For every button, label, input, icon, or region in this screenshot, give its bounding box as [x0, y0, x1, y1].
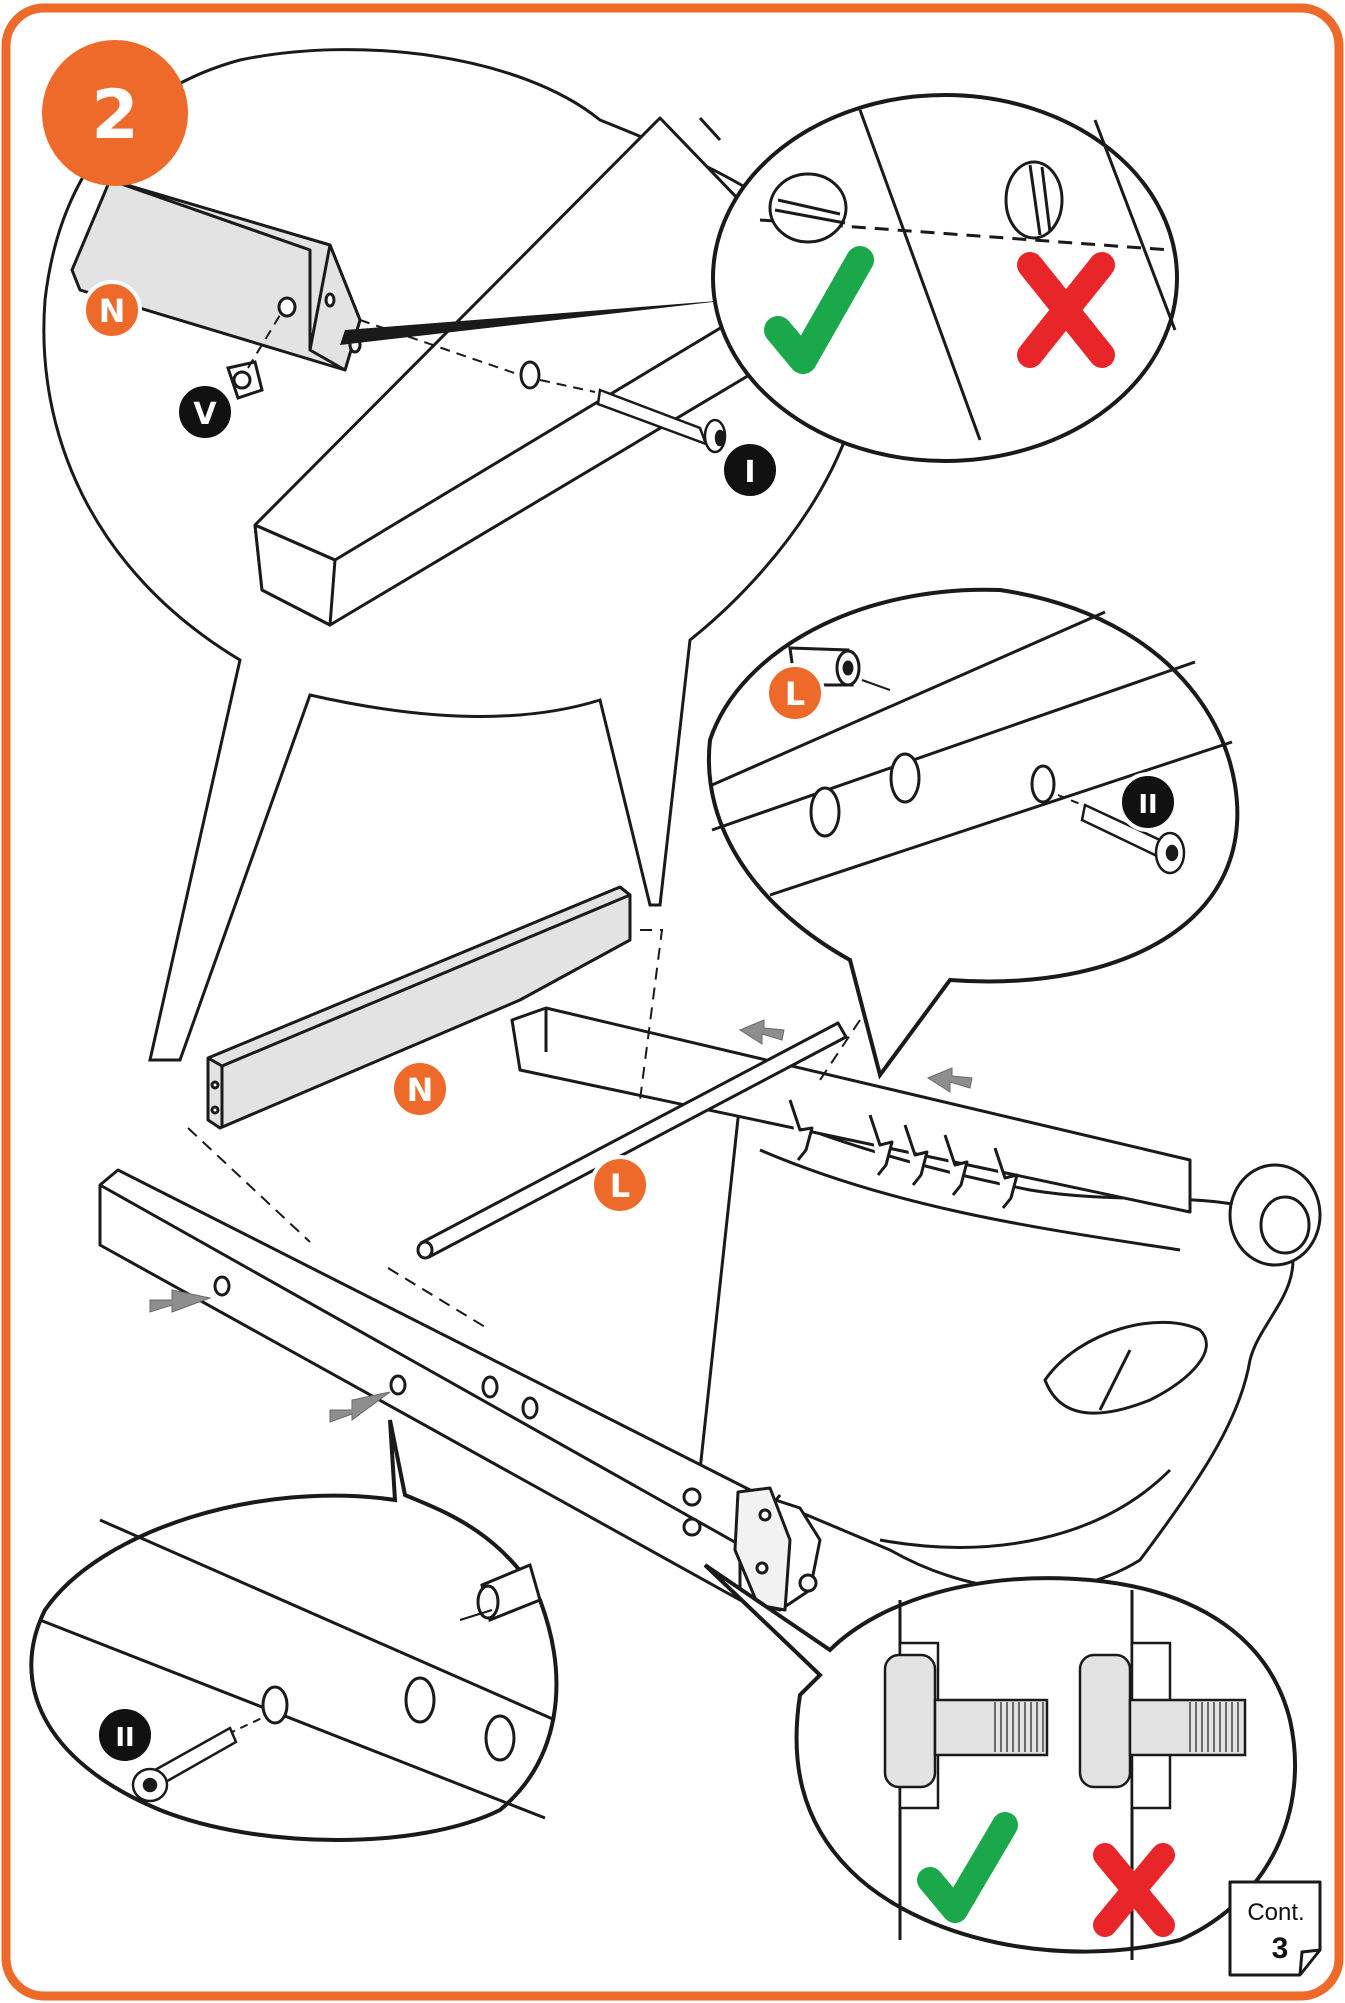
check-icon [917, 1812, 1018, 1923]
callout-bottom-left [29, 1419, 559, 1842]
arrow-icon [329, 1391, 391, 1423]
alignment-dashes [187, 929, 861, 1331]
thread-good [994, 1702, 1044, 1752]
badge-v: V [175, 382, 235, 442]
svg-text:V: V [193, 397, 217, 432]
arrow-icon [149, 1289, 212, 1313]
svg-text:II: II [1138, 790, 1157, 820]
badge-i: I [720, 440, 780, 500]
badge-n-top: N [82, 280, 142, 340]
step-number: 2 [91, 76, 138, 155]
thread-bad [1189, 1702, 1239, 1752]
metal-bracket [733, 1486, 792, 1612]
cont-label: Cont. [1247, 1899, 1304, 1926]
svg-text:N: N [99, 292, 126, 330]
badge-l-detail: L [765, 663, 825, 723]
back-rail-pegs [788, 1099, 1019, 1209]
main-assembly [98, 885, 1322, 1612]
bolt-ii-lower [131, 1726, 238, 1803]
arrow-icon [738, 1019, 785, 1045]
step-badge: 2 [42, 40, 188, 186]
callout-hole-orientation [711, 93, 1179, 463]
page-curl-icon [1228, 1880, 1322, 1977]
svg-text:N: N [407, 1071, 434, 1109]
badge-n-main: N [390, 1059, 450, 1119]
back-rail [510, 1006, 1192, 1214]
svg-text:L: L [785, 675, 805, 713]
callout-bolt-seating [703, 1563, 1298, 1960]
bolt-ii-upper [1080, 803, 1186, 875]
cross-icon [1093, 1843, 1175, 1937]
cont-number: 3 [1272, 1932, 1289, 1965]
rod-l [416, 1021, 848, 1260]
part-labels: N V I L II N L II [82, 280, 1178, 1765]
callout-top [42, 48, 865, 1062]
handle-slot [1043, 1320, 1208, 1415]
callout-part-l [706, 587, 1240, 1080]
continue-marker: Cont. 3 [1228, 1880, 1322, 1977]
cross-icon [1017, 252, 1115, 368]
gray-arrows [149, 1019, 973, 1423]
badge-l-main: L [590, 1155, 650, 1215]
arrow-icon [926, 1067, 973, 1093]
check-icon [764, 246, 874, 374]
barrel-nut-v [226, 360, 264, 400]
svg-text:L: L [610, 1167, 630, 1205]
front-rail [98, 1168, 822, 1612]
bolt-i [596, 388, 727, 454]
badge-ii-upper: II [1118, 772, 1178, 832]
svg-text:I: I [744, 455, 755, 490]
badge-ii-lower: II [95, 1705, 155, 1765]
svg-text:II: II [115, 1723, 134, 1753]
